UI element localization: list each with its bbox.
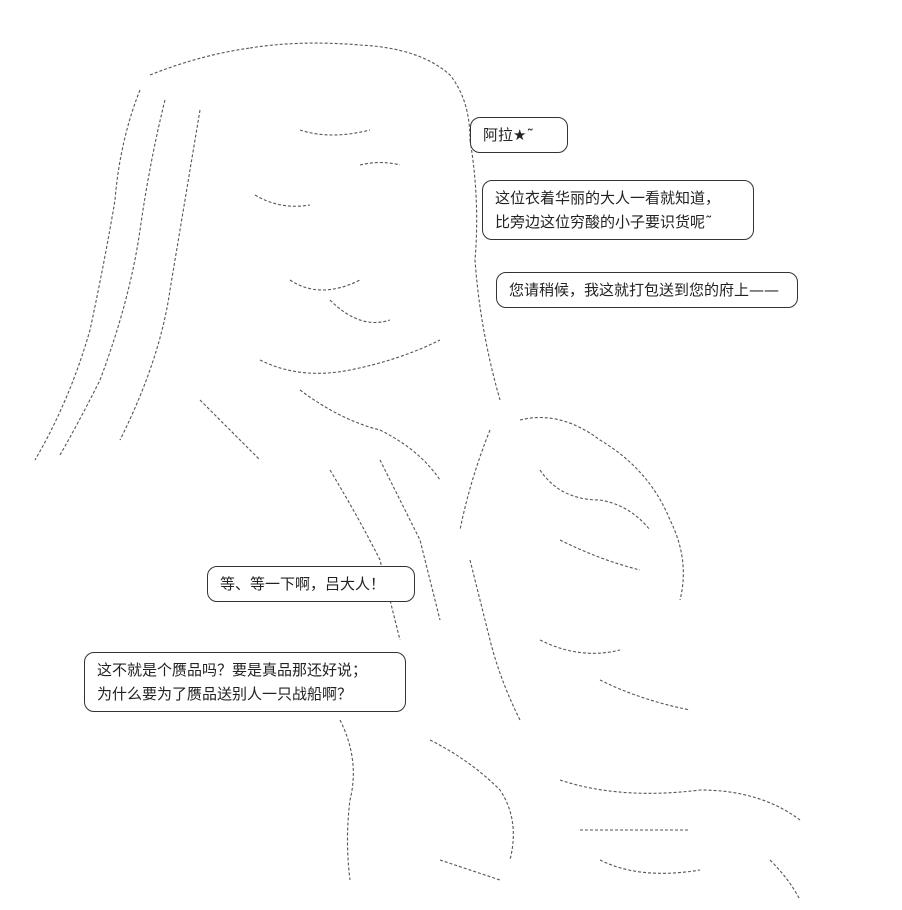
speech-bubble-noble: 这位衣着华丽的大人一看就知道， 比旁边这位穷酸的小子要识货呢˜ xyxy=(482,180,754,240)
speech-bubble-ala: 阿拉★˜ xyxy=(470,117,568,153)
speech-bubble-wrap: 您请稍候，我这就打包送到您的府上—— xyxy=(496,272,798,308)
speech-bubble-fake: 这不就是个赝品吗？要是真品那还好说； 为什么要为了赝品送别人一只战船啊？ xyxy=(84,652,406,712)
speech-line: 这位衣着华丽的大人一看就知道， xyxy=(495,189,721,207)
speech-line: 等、等一下啊，吕大人！ xyxy=(220,575,386,593)
speech-line: 比旁边这位穷酸的小子要识货呢˜ xyxy=(495,213,713,231)
speech-line: 这不就是个赝品吗？要是真品那还好说； xyxy=(97,661,368,679)
speech-line: 您请稍候，我这就打包送到您的府上—— xyxy=(509,281,780,299)
speech-bubble-wait: 等、等一下啊，吕大人！ xyxy=(207,566,415,602)
speech-line: 阿拉★˜ xyxy=(483,126,534,144)
speech-line: 为什么要为了赝品送别人一只战船啊？ xyxy=(97,685,353,703)
